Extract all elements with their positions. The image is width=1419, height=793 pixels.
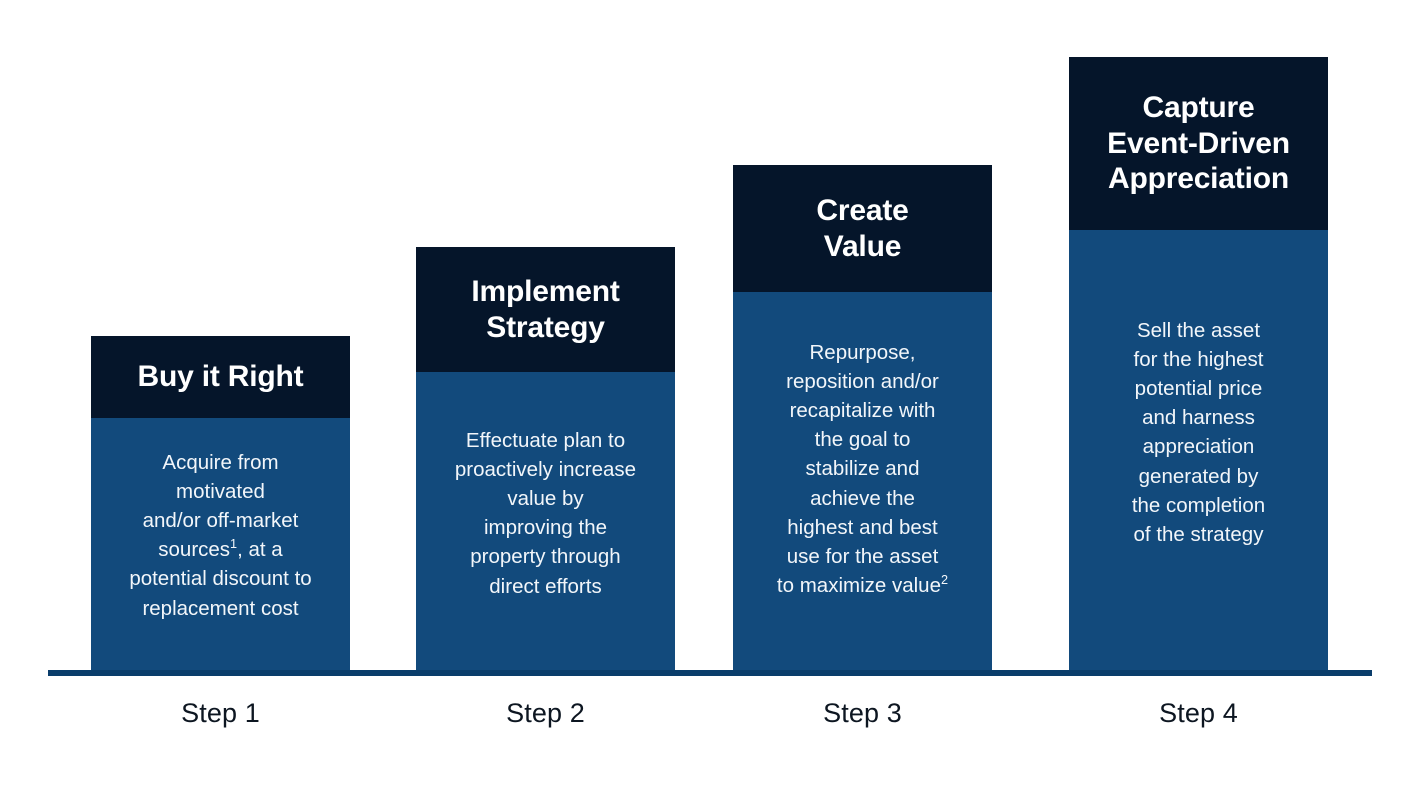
step-label-3: Step 3 [823, 698, 902, 728]
chart-baseline-axis [48, 670, 1372, 676]
step-label-4: Step 4 [1159, 698, 1238, 728]
step-bar-1-heading: Buy it Right [91, 336, 350, 418]
step-label-2: Step 2 [506, 698, 585, 728]
step-label-1: Step 1 [181, 698, 260, 728]
